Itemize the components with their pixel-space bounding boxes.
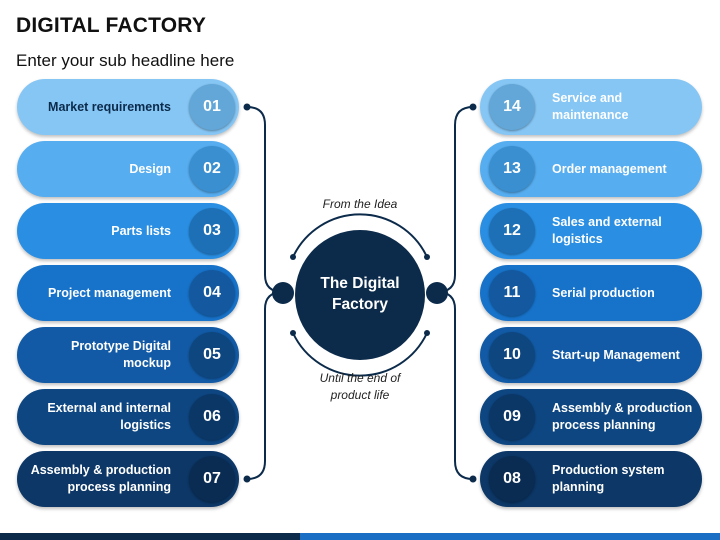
step-label: Assembly & production process planning xyxy=(552,401,693,432)
left-junction-dot xyxy=(272,282,294,304)
process-step-08: Production system planning 08 xyxy=(480,451,702,507)
step-number-badge: 13 xyxy=(489,146,535,192)
step-label: Service and maintenance xyxy=(552,91,629,122)
process-step-05: Prototype Digital mockup 05 xyxy=(17,327,239,383)
process-step-03: Parts lists 03 xyxy=(17,203,239,259)
process-step-10: Start-up Management 10 xyxy=(480,327,702,383)
page-subtitle: Enter your sub headline here xyxy=(16,51,235,70)
step-label: Serial production xyxy=(552,285,655,300)
process-step-02: Design 02 xyxy=(17,141,239,197)
step-label: External and internal logistics xyxy=(47,401,171,432)
step-label: Project management xyxy=(48,285,171,300)
process-step-13: Order management 13 xyxy=(480,141,702,197)
process-step-09: Assembly & production process planning 09 xyxy=(480,389,702,445)
page-title: DIGITAL FACTORY xyxy=(16,14,207,37)
step-label: Design xyxy=(129,161,171,176)
step-number-badge: 11 xyxy=(489,270,535,316)
right-junction-dot xyxy=(426,282,448,304)
center-arc-bottom xyxy=(292,332,428,377)
step-number-badge: 06 xyxy=(189,394,235,440)
step-label: Prototype Digital mockup xyxy=(70,339,171,370)
step-number-badge: 05 xyxy=(189,332,235,378)
step-label: Market requirements xyxy=(48,99,171,114)
process-step-14: Service and maintenance 14 xyxy=(480,79,702,135)
step-number-badge: 07 xyxy=(189,456,235,502)
process-step-01: Market requirements 01 xyxy=(17,79,239,135)
bottom-caption: Until the end of product life xyxy=(319,371,401,402)
center-title: The Digital Factory xyxy=(320,275,400,313)
step-label: Assembly & production process planning xyxy=(30,463,171,494)
process-step-06: External and internal logistics 06 xyxy=(17,389,239,445)
process-step-11: Serial production 11 xyxy=(480,265,702,321)
step-number-badge: 09 xyxy=(489,394,535,440)
step-number-badge: 01 xyxy=(189,84,235,130)
center-arc-top xyxy=(292,213,428,258)
step-number-badge: 04 xyxy=(189,270,235,316)
step-label: Sales and external logistics xyxy=(552,215,662,246)
footer-bar xyxy=(0,533,720,540)
process-step-04: Project management 04 xyxy=(17,265,239,321)
step-label: Production system planning xyxy=(552,463,665,494)
step-number-badge: 02 xyxy=(189,146,235,192)
step-label: Start-up Management xyxy=(552,347,680,362)
step-number-badge: 08 xyxy=(489,456,535,502)
step-number-badge: 03 xyxy=(189,208,235,254)
process-step-12: Sales and external logistics 12 xyxy=(480,203,702,259)
center-hub: The Digital Factory xyxy=(295,230,425,360)
process-step-07: Assembly & production process planning 07 xyxy=(17,451,239,507)
step-number-badge: 12 xyxy=(489,208,535,254)
step-label: Parts lists xyxy=(111,223,171,238)
step-number-badge: 14 xyxy=(489,84,535,130)
top-caption: From the Idea xyxy=(322,197,398,211)
footer-bar-accent xyxy=(300,533,720,540)
step-number-badge: 10 xyxy=(489,332,535,378)
step-label: Order management xyxy=(552,161,667,176)
